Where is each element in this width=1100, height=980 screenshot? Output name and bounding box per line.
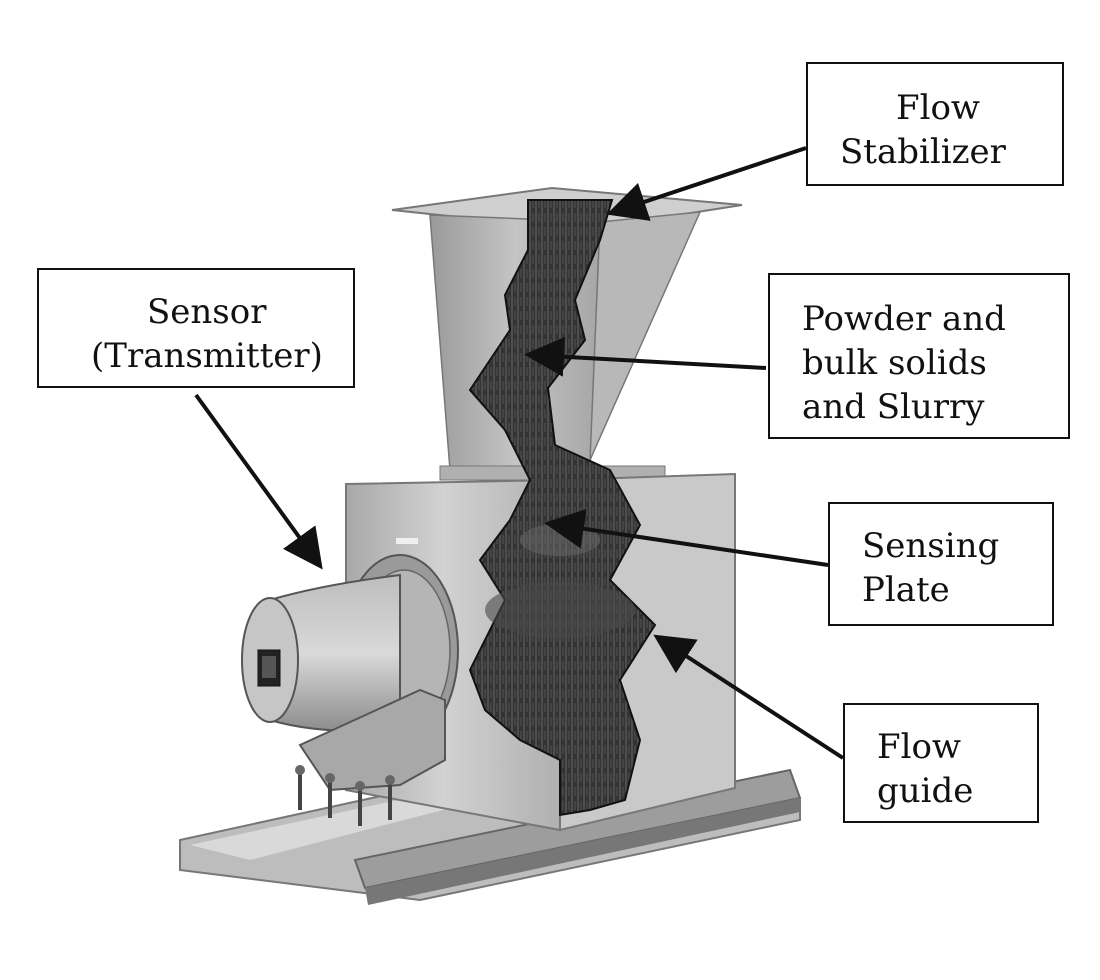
sensor-label-line-2: (Transmitter) (91, 336, 323, 376)
flow-stabilizer-label-line-2: Stabilizer (840, 132, 1006, 172)
callout-flow-guide: Flow guide (843, 703, 1039, 823)
callout-flow-stabilizer: Flow Stabilizer (806, 62, 1064, 186)
sensing-plate-label-line-2: Plate (862, 570, 950, 610)
sensor-label-line-1: Sensor (147, 292, 267, 332)
arrow-sensor (194, 393, 323, 570)
powder-label-line-1: Powder and (802, 299, 1006, 339)
callout-sensor: Sensor (Transmitter) (37, 268, 355, 388)
arrow-flow-guide (653, 634, 845, 760)
flow-guide-label-line-2: guide (877, 771, 974, 811)
powder-label-line-3: and Slurry (802, 387, 985, 427)
flow-stabilizer-label-line-1: Flow (896, 88, 981, 128)
callout-sensing-plate: Sensing Plate (828, 502, 1054, 626)
arrow-flow-stabilizer (606, 146, 807, 221)
flow-guide-label-line-1: Flow (877, 727, 962, 767)
powder-label-line-2: bulk solids (802, 343, 987, 383)
arrow-powder (524, 336, 767, 377)
transmitter-unit (241, 554, 459, 826)
mounting-bolts (295, 765, 395, 826)
callout-arrows (194, 146, 845, 760)
sensing-plate-label-line-1: Sensing (862, 526, 1000, 566)
callout-powder-bulk-solids: Powder and bulk solids and Slurry (768, 273, 1070, 439)
arrow-sensing-plate (544, 508, 829, 567)
